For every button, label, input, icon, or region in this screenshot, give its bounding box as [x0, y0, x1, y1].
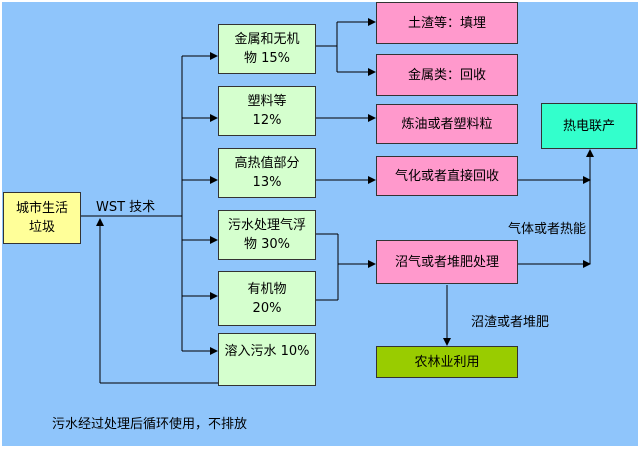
- source-box: 城市生活 垃圾: [3, 192, 81, 244]
- output-oil-label: 炼油或者塑料粒: [401, 116, 493, 132]
- fraction-metal-line2: 物 15%: [243, 51, 291, 66]
- fraction-wastewater-box: 溶入污水 10%: [218, 333, 316, 386]
- fraction-organic-box: 有机物 20%: [218, 271, 316, 326]
- output-metal-box: 金属类：回收: [376, 54, 518, 96]
- fraction-plastic-line2: 12%: [252, 113, 282, 128]
- source-line1: 城市生活: [15, 201, 68, 216]
- fraction-plastic-box: 塑料等 12%: [218, 86, 316, 136]
- output-biogas-box: 沼气或者堆肥处理: [376, 240, 518, 284]
- fraction-wastewater-line1: 溶入污水 10%: [224, 344, 310, 359]
- fraction-metal-box: 金属和无机 物 15%: [218, 24, 316, 74]
- fraction-highcal-box: 高热值部分 13%: [218, 148, 316, 198]
- output-gasify-label: 气化或者直接回收: [394, 168, 499, 184]
- output-gasify-box: 气化或者直接回收: [376, 156, 518, 196]
- residue-label: 沼渣或者堆肥: [471, 315, 550, 330]
- fraction-sludge-box: 污水处理气浮 物 30%: [218, 210, 316, 260]
- fraction-plastic-line1: 塑料等: [247, 94, 287, 109]
- fraction-organic-line2: 20%: [252, 300, 282, 316]
- diagram-background: [2, 2, 638, 446]
- fraction-sludge-line1: 污水处理气浮: [227, 218, 306, 233]
- agriculture-box: 农林业利用: [376, 346, 518, 378]
- recycle-label: 污水经过处理后循环使用，不排放: [52, 417, 248, 432]
- output-biogas-label: 沼气或者堆肥处理: [394, 254, 499, 270]
- output-soil-label: 土渣等：填埋: [407, 15, 486, 31]
- gas-label: 气体或者热能: [508, 222, 587, 237]
- process-label: WST 技术: [96, 200, 156, 215]
- fraction-sludge-line2: 物 30%: [243, 237, 291, 252]
- agriculture-label: 农林业利用: [414, 354, 480, 370]
- power-plant-box: 热电联产: [541, 103, 637, 149]
- fraction-metal-line1: 金属和无机: [234, 32, 300, 47]
- power-plant-label: 热电联产: [562, 118, 615, 134]
- output-oil-box: 炼油或者塑料粒: [376, 104, 518, 144]
- fraction-highcal-line1: 高热值部分: [234, 156, 300, 171]
- output-metal-label: 金属类：回收: [407, 67, 486, 83]
- fraction-highcal-line2: 13%: [252, 175, 282, 190]
- source-line2: 垃圾: [28, 220, 55, 235]
- fraction-organic-line1: 有机物: [247, 281, 287, 297]
- output-soil-box: 土渣等：填埋: [376, 2, 518, 44]
